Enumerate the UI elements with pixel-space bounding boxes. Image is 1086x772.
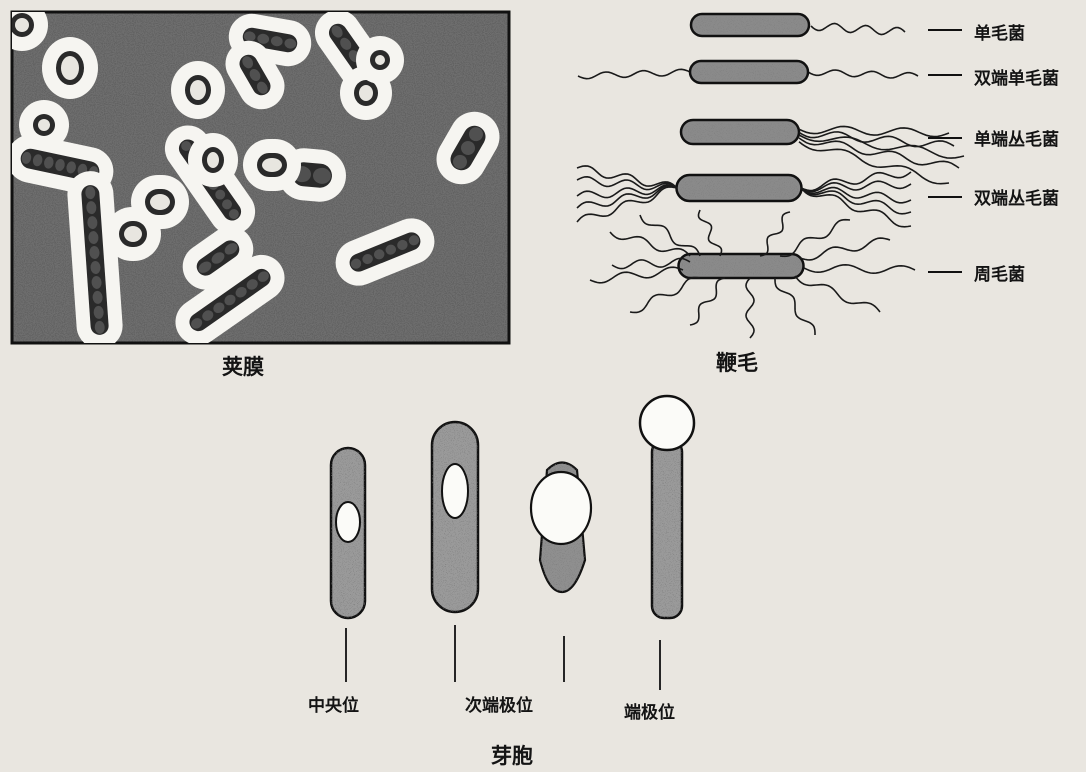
flagella-label-lophotrichous: 单端丛毛菌 [974, 125, 1059, 150]
cell-core [359, 85, 373, 101]
flagellum [699, 210, 722, 256]
spore-label-terminal: 端极位 [624, 698, 675, 723]
capsulated-cell [105, 207, 161, 261]
flagellum [799, 126, 949, 136]
capsule-panel [0, 0, 509, 354]
cell-core [15, 18, 29, 32]
capsulated-cell [171, 61, 225, 119]
spore-terminal [640, 396, 694, 450]
cell-core [207, 152, 219, 168]
flagellum [578, 69, 690, 78]
flagella-label-monotrichous: 单毛菌 [974, 19, 1025, 44]
cell-core [61, 56, 79, 80]
flagellum [804, 265, 915, 273]
body-stipple [652, 440, 682, 618]
body-stipple [694, 17, 806, 33]
flagellum [801, 181, 911, 191]
flagella-label-peritrichous: 周毛菌 [974, 260, 1025, 285]
capsulated-cell [19, 100, 69, 150]
body-stipple [693, 64, 805, 80]
body-stipple [684, 123, 796, 141]
cell-core [150, 194, 170, 210]
body-stipple [682, 257, 801, 275]
cell-core [38, 119, 50, 131]
flagella-caption: 鞭毛 [716, 347, 758, 377]
spore-label-central: 中央位 [308, 691, 359, 716]
spore-subterminal [442, 464, 468, 518]
flagellum [610, 232, 690, 256]
spore-swollen [531, 472, 591, 544]
flagella-panel [577, 14, 964, 338]
cell-core [375, 55, 385, 65]
flagellum [780, 220, 850, 257]
flagellum [808, 70, 918, 78]
capsulated-cell [188, 133, 238, 187]
capsule-caption: 荚膜 [222, 351, 264, 381]
flagella-label-amphilophotrichous: 双端丛毛菌 [974, 184, 1059, 209]
flagellum [775, 278, 815, 335]
capsulated-cell [356, 36, 404, 84]
spore-caption: 芽胞 [491, 740, 533, 770]
flagellum [630, 278, 700, 313]
flagellum [760, 212, 790, 256]
flagellum [746, 278, 754, 338]
flagellum [811, 24, 905, 35]
flagellum [590, 267, 683, 283]
cell-core [190, 80, 206, 100]
spore-panel [331, 396, 694, 690]
spore-central [336, 502, 360, 542]
capsulated-cell [243, 139, 301, 191]
capsulated-cell [42, 37, 98, 99]
flagellum [795, 276, 880, 312]
cell-core [262, 158, 282, 172]
spore-label-subterminal: 次端极位 [465, 691, 533, 716]
flagellum [800, 238, 890, 260]
flagellum [690, 278, 725, 325]
cell-core [124, 226, 142, 242]
flagellum [577, 185, 677, 198]
flagella-label-amphitrichous: 双端单毛菌 [974, 64, 1059, 89]
body-stipple [680, 178, 799, 198]
